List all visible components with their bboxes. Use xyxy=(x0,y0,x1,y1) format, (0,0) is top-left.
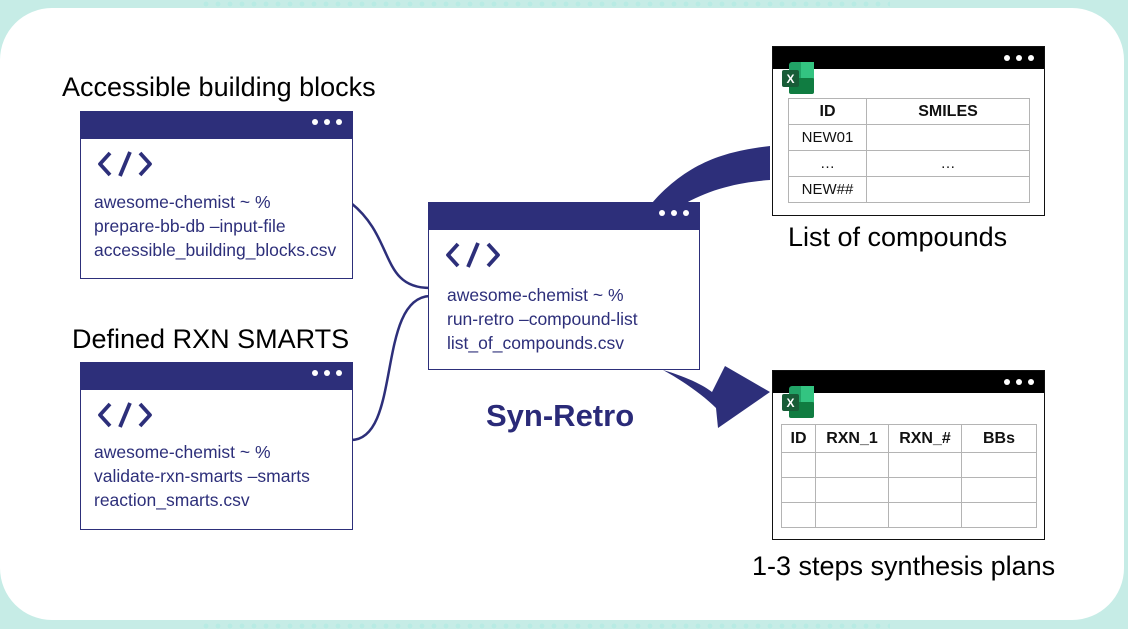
retro-terminal-window: awesome-chemist ~ % run-retro –compound-… xyxy=(428,202,700,370)
retro-to-plans-arrow xyxy=(663,366,770,428)
rxn-terminal-titlebar xyxy=(81,363,352,390)
command-line: list_of_compounds.csv xyxy=(447,333,625,353)
table-cell xyxy=(781,452,816,478)
command-line: prepare-bb-db –input-file xyxy=(94,216,286,236)
bb-terminal-titlebar xyxy=(81,112,352,139)
command-line: awesome-chemist ~ % xyxy=(94,442,271,462)
table-cell xyxy=(888,477,962,503)
command-line: accessible_building_blocks.csv xyxy=(94,240,337,260)
command-line: validate-rxn-smarts –smarts xyxy=(94,466,310,486)
table-cell xyxy=(888,502,962,528)
table-cell: … xyxy=(788,150,867,177)
window-menu-dots-icon[interactable] xyxy=(312,119,342,125)
retro-terminal-titlebar xyxy=(429,203,699,230)
table-cell xyxy=(961,477,1037,503)
synthesis-plans-heading: 1-3 steps synthesis plans xyxy=(752,551,1056,581)
code-brackets-icon xyxy=(446,242,500,268)
table-cell xyxy=(781,502,816,528)
table-cell xyxy=(961,452,1037,478)
window-menu-dots-icon[interactable] xyxy=(1004,379,1034,385)
bb-to-retro-connector xyxy=(350,202,431,290)
table-row xyxy=(781,502,1037,528)
rxn-smarts-heading: Defined RXN SMARTS xyxy=(72,324,350,354)
table-cell xyxy=(815,477,889,503)
bb-command-lines: awesome-chemist ~ % prepare-bb-db –input… xyxy=(94,190,336,262)
compounds-sheet-titlebar xyxy=(773,47,1044,69)
column-header: ID xyxy=(788,98,867,125)
table-row xyxy=(781,452,1037,478)
code-brackets-icon xyxy=(98,402,152,428)
command-line: awesome-chemist ~ % xyxy=(447,285,624,305)
compounds-spreadsheet: X ID SMILES NEW01 … … NEW## xyxy=(772,46,1045,216)
table-cell xyxy=(815,502,889,528)
table-cell: NEW01 xyxy=(788,124,867,151)
plans-spreadsheet: X ID RXN_1 RXN_# BBs xyxy=(772,370,1045,540)
bb-terminal-window: awesome-chemist ~ % prepare-bb-db –input… xyxy=(80,111,353,279)
rxn-command-lines: awesome-chemist ~ % validate-rxn-smarts … xyxy=(94,440,310,512)
retro-command-lines: awesome-chemist ~ % run-retro –compound-… xyxy=(447,283,638,355)
table-cell xyxy=(815,452,889,478)
rxn-to-retro-connector xyxy=(350,294,431,442)
table-cell xyxy=(866,124,1030,151)
compounds-table: ID SMILES NEW01 … … NEW## xyxy=(788,98,1030,203)
building-blocks-heading: Accessible building blocks xyxy=(62,72,376,102)
svg-text:X: X xyxy=(786,72,794,86)
code-brackets-icon xyxy=(98,151,152,177)
plans-table: ID RXN_1 RXN_# BBs xyxy=(781,424,1037,528)
command-line: run-retro –compound-list xyxy=(447,309,638,329)
table-row: NEW01 xyxy=(788,124,1030,151)
column-header: ID xyxy=(781,424,816,453)
top-dotted-border xyxy=(200,1,890,7)
table-row: … … xyxy=(788,150,1030,177)
excel-icon: X xyxy=(782,62,814,94)
plans-sheet-titlebar xyxy=(773,371,1044,393)
command-line: reaction_smarts.csv xyxy=(94,490,250,510)
bottom-dotted-border xyxy=(200,623,890,629)
table-cell xyxy=(888,452,962,478)
compounds-to-retro-arc xyxy=(652,146,770,203)
table-cell: NEW## xyxy=(788,176,867,203)
command-line: awesome-chemist ~ % xyxy=(94,192,271,212)
window-menu-dots-icon[interactable] xyxy=(312,370,342,376)
column-header: RXN_1 xyxy=(815,424,889,453)
list-compounds-heading: List of compounds xyxy=(788,222,1008,252)
syn-retro-title: Syn-Retro xyxy=(486,398,635,433)
table-cell: … xyxy=(866,150,1030,177)
column-header: BBs xyxy=(961,424,1037,453)
column-header: RXN_# xyxy=(888,424,962,453)
table-cell xyxy=(781,477,816,503)
window-menu-dots-icon[interactable] xyxy=(659,210,689,216)
svg-text:X: X xyxy=(786,396,794,410)
table-cell xyxy=(866,176,1030,203)
table-row xyxy=(781,477,1037,503)
table-row: NEW## xyxy=(788,176,1030,203)
window-menu-dots-icon[interactable] xyxy=(1004,55,1034,61)
excel-icon: X xyxy=(782,386,814,418)
rxn-terminal-window: awesome-chemist ~ % validate-rxn-smarts … xyxy=(80,362,353,530)
column-header: SMILES xyxy=(866,98,1030,125)
table-cell xyxy=(961,502,1037,528)
